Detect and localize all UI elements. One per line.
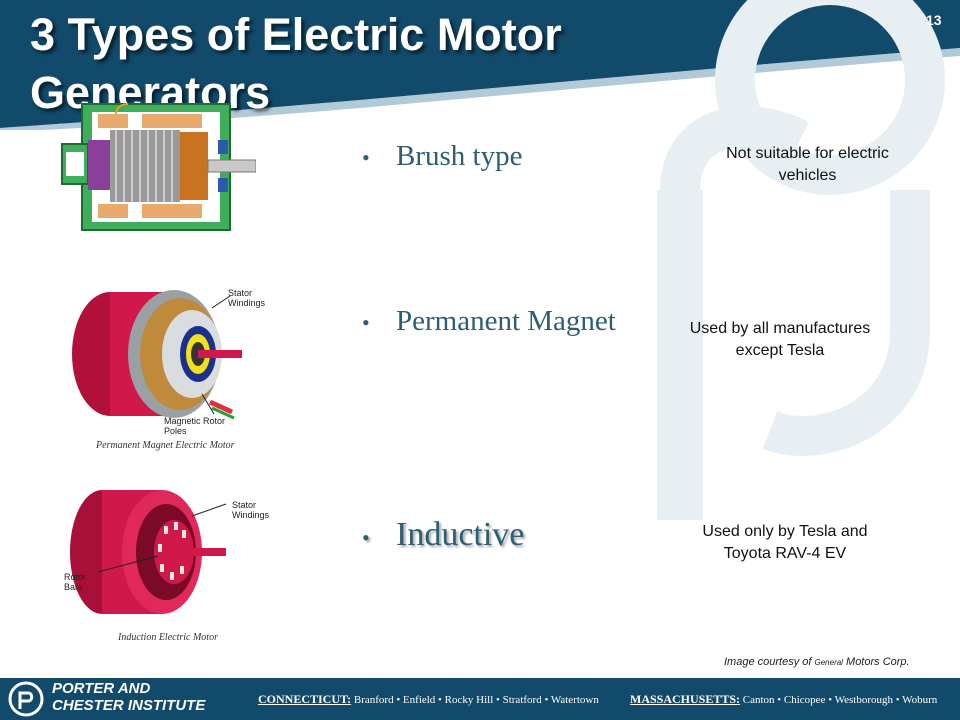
induction-motor-image: Stator Windings Rotor Bars Induction Ele…	[62, 476, 274, 646]
connecticut-label: CONNECTICUT:	[258, 692, 352, 706]
bullet-permanent-magnet: • Permanent Magnet	[362, 305, 616, 338]
bullet-dot: •	[362, 525, 370, 550]
connecticut-locations: CONNECTICUT: Branford • Enfield • Rocky …	[258, 692, 599, 707]
rotor-bars-label: Rotor Bars	[64, 572, 87, 592]
logo-watermark	[657, 0, 945, 520]
image-credit: Image courtesy of General Motors Corp.	[724, 656, 910, 668]
slide-number: 13	[926, 12, 942, 28]
magnetic-rotor-poles-label: Magnetic Rotor Poles	[164, 416, 226, 436]
stator-windings-label-2: Stator Windings	[232, 500, 270, 520]
note-brush-type: Not suitable for electric vehicles	[726, 145, 889, 184]
stator-windings-label: Stator Windings	[228, 288, 266, 308]
institute-name: PORTER AND CHESTER INSTITUTE	[52, 680, 205, 714]
credit-company-small: General	[814, 658, 843, 667]
footer-bar: PORTER AND CHESTER INSTITUTE CONNECTICUT…	[0, 678, 960, 720]
note-inductive: Used only by Tesla and Toyota RAV-4 EV	[702, 523, 868, 562]
permanent-magnet-motor-image: Stator Windings Magnetic Rotor Poles Per…	[62, 274, 290, 456]
credit-prefix: Image courtesy of	[724, 656, 812, 668]
institute-logo-icon	[8, 681, 44, 717]
bullet-dot: •	[362, 145, 370, 170]
bullet-inductive: • Inductive	[362, 516, 524, 554]
induction-motor-caption: Induction Electric Motor	[118, 632, 218, 643]
bullet-brush-type-label: Brush type	[396, 140, 523, 172]
institute-name-line2: CHESTER INSTITUTE	[52, 697, 206, 714]
note-permanent-magnet: Used by all manufactures except Tesla	[689, 320, 871, 359]
credit-suffix: Motors Corp.	[846, 656, 910, 668]
bullet-dot: •	[362, 310, 370, 335]
bullet-inductive-label: Inductive	[396, 516, 525, 553]
pm-motor-caption: Permanent Magnet Electric Motor	[96, 440, 235, 451]
massachusetts-list: Canton • Chicopee • Westborough • Woburn	[742, 694, 938, 706]
brush-motor-image	[61, 103, 256, 231]
massachusetts-locations: MASSACHUSETTS: Canton • Chicopee • Westb…	[630, 692, 937, 707]
connecticut-list: Branford • Enfield • Rocky Hill • Stratf…	[353, 694, 599, 706]
massachusetts-label: MASSACHUSETTS:	[630, 692, 741, 706]
institute-name-line1: PORTER AND	[52, 680, 151, 697]
bullet-brush-type: • Brush type	[362, 140, 522, 173]
bullet-permanent-magnet-label: Permanent Magnet	[396, 305, 616, 337]
